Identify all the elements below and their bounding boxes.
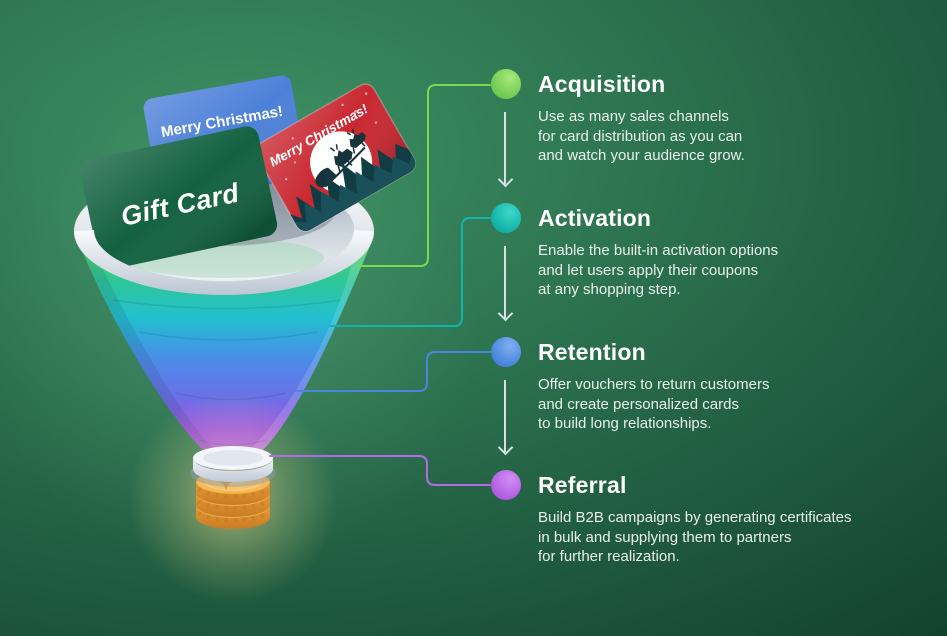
arrow-down-icon <box>504 112 506 184</box>
connector-lines <box>269 84 491 486</box>
stage-description: Build B2B campaigns by generating certif… <box>538 509 852 565</box>
stage-dot <box>491 69 521 99</box>
stage-dot <box>491 470 521 500</box>
stage-title: Retention <box>538 339 646 365</box>
gift-card-green: Gift Card <box>80 126 278 270</box>
gift-card-red: Merry Christmas! <box>254 83 419 235</box>
stage-description: Enable the built-in activation options a… <box>538 242 779 298</box>
arrow-down-icon <box>504 380 506 452</box>
stage-dot <box>491 337 521 367</box>
snow-dots <box>278 92 378 181</box>
santa-sleigh-icon <box>315 128 366 188</box>
stage-description: Offer vouchers to return customers and c… <box>538 376 770 432</box>
funnel-rim-front <box>74 230 374 295</box>
stage-title: Activation <box>538 205 652 231</box>
stage-title: Acquisition <box>538 71 666 97</box>
funnel-neck-ring <box>190 446 276 487</box>
pine-trees <box>287 143 419 235</box>
stage-description: Use as many sales channels for card dist… <box>538 108 745 164</box>
connector-line-acquisition <box>357 84 491 267</box>
arrow-down-icon <box>504 246 506 318</box>
connector-line-retention <box>294 351 491 392</box>
connector-line-referral <box>269 455 491 486</box>
stage-title: Referral <box>538 472 627 498</box>
connector-line-activation <box>329 217 491 327</box>
stage-dot <box>491 203 521 233</box>
coin-stack <box>195 469 271 529</box>
